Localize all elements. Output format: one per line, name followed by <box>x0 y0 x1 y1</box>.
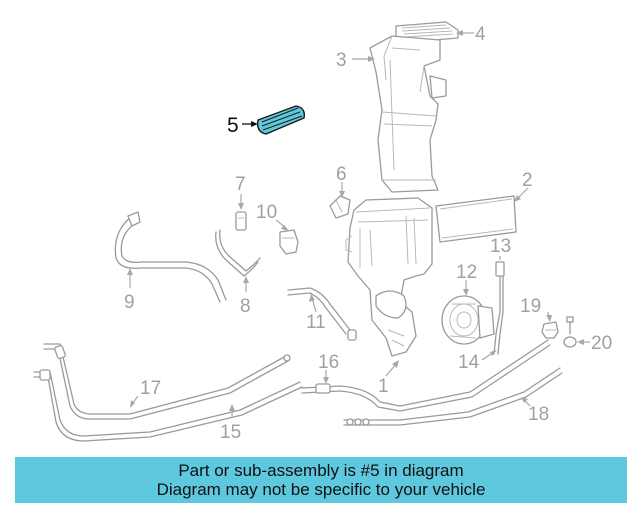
callout-16: 16 <box>318 352 339 373</box>
part-5-vent-highlighted[interactable] <box>256 105 306 135</box>
leader-9 <box>127 268 133 288</box>
callout-11: 11 <box>306 312 326 333</box>
part-18-line[interactable] <box>343 367 563 426</box>
leader-16 <box>323 370 329 384</box>
callout-15: 15 <box>220 422 241 443</box>
part-9-hose[interactable] <box>114 211 227 303</box>
callout-14: 14 <box>458 352 480 373</box>
leader-18 <box>521 397 531 407</box>
callout-6: 6 <box>336 164 347 185</box>
part-15-line[interactable] <box>33 369 303 442</box>
callout-7: 7 <box>235 174 246 195</box>
banner-line-1: Part or sub-assembly is #5 in diagram <box>178 461 464 480</box>
info-banner: Part or sub-assembly is #5 in diagram Di… <box>15 457 627 503</box>
part-12-blower-motor[interactable] <box>441 295 495 345</box>
leader-10 <box>275 219 289 231</box>
callout-8: 8 <box>240 296 251 317</box>
part-8-line[interactable] <box>215 229 261 277</box>
leader-19 <box>546 311 552 322</box>
part-11-hose[interactable] <box>287 287 357 341</box>
leader-3 <box>352 56 375 62</box>
part-1-hvac-case[interactable] <box>345 197 433 357</box>
part-3-air-duct[interactable] <box>369 35 447 193</box>
callout-18: 18 <box>528 404 549 425</box>
part-19-fitting[interactable] <box>541 321 559 339</box>
callout-9: 9 <box>124 292 135 313</box>
leader-1 <box>385 360 399 377</box>
callout-10: 10 <box>256 202 277 223</box>
callout-4: 4 <box>475 24 486 45</box>
callout-19: 19 <box>520 296 541 317</box>
leader-7 <box>238 194 244 210</box>
callout-13: 13 <box>490 236 511 257</box>
leader-2 <box>514 187 529 202</box>
parts-diagram: 4 3 5 2 1 <box>33 21 612 443</box>
callout-1: 1 <box>378 376 389 397</box>
part-7-sensor[interactable] <box>235 211 247 231</box>
leader-15 <box>229 404 235 418</box>
callout-2: 2 <box>522 170 533 191</box>
leader-6 <box>339 182 345 198</box>
leader-4 <box>456 30 474 36</box>
part-10-valve[interactable] <box>279 229 299 255</box>
part-17-line[interactable] <box>43 343 291 420</box>
leader-17 <box>130 395 139 408</box>
part-2-filter[interactable] <box>435 195 517 243</box>
part-16-line[interactable] <box>301 339 551 412</box>
callout-12: 12 <box>456 262 477 283</box>
banner-line-2: Diagram may not be specific to your vehi… <box>156 480 486 499</box>
leader-11 <box>309 294 317 313</box>
part-13-rod[interactable] <box>493 261 505 355</box>
leader-12 <box>463 280 469 296</box>
part-20-valve[interactable] <box>563 316 577 348</box>
leader-8 <box>243 276 249 292</box>
callout-17: 17 <box>140 378 161 399</box>
callout-5: 5 <box>227 114 239 137</box>
leader-20 <box>577 339 590 345</box>
leader-5 <box>242 121 258 127</box>
callout-3: 3 <box>336 50 347 71</box>
callout-20: 20 <box>591 333 612 354</box>
part-6-bracket[interactable] <box>329 195 351 219</box>
leader-14 <box>481 350 497 361</box>
